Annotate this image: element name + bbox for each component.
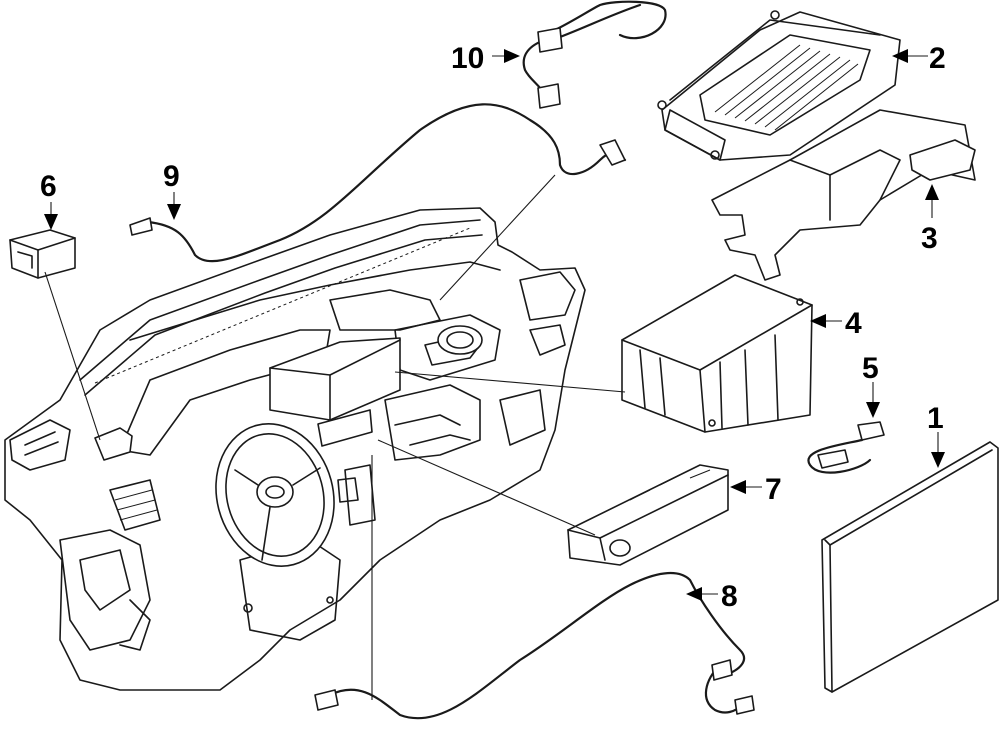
part-10-harness xyxy=(522,0,667,109)
part-3-mounting-bracket xyxy=(711,109,976,281)
dash-switch-installed xyxy=(94,427,133,461)
part-7-control-switch xyxy=(567,464,729,566)
part-1-display-screen xyxy=(821,441,999,693)
callout-2: 2 xyxy=(929,42,946,75)
steering-wheel xyxy=(215,423,335,567)
instrument-panel xyxy=(4,207,586,691)
part-5-sensor-connector xyxy=(807,421,885,474)
callout-1: 1 xyxy=(927,402,944,435)
leader-lines xyxy=(44,174,626,700)
part-4-control-box xyxy=(621,274,813,433)
dash-mounted-module xyxy=(269,337,401,447)
part-8-antenna-cable xyxy=(314,571,755,720)
callout-arrows xyxy=(44,49,945,601)
part-9-antenna-cable xyxy=(129,103,627,263)
center-knob xyxy=(437,325,483,355)
callout-6: 6 xyxy=(40,170,57,203)
callout-10: 10 xyxy=(451,42,484,75)
callout-7: 7 xyxy=(765,473,782,506)
callout-4: 4 xyxy=(845,307,862,340)
callout-9: 9 xyxy=(163,160,180,193)
callout-8: 8 xyxy=(721,580,738,613)
callout-5: 5 xyxy=(862,352,879,385)
part-2-control-module xyxy=(657,10,901,161)
part-6-switch xyxy=(9,229,76,279)
callout-3: 3 xyxy=(921,222,938,255)
callout-labels: 1 2 3 4 5 6 7 8 9 10 xyxy=(40,42,946,613)
